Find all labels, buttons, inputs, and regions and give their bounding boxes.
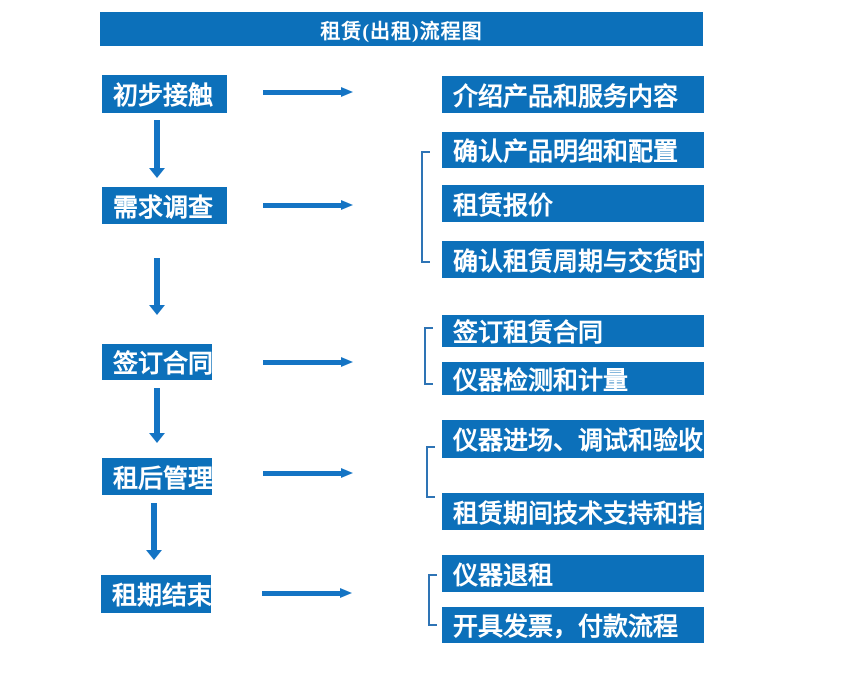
right-arrow-4 <box>263 465 353 481</box>
arrow-head-right <box>341 357 353 367</box>
group-bracket-lease-end <box>428 574 437 626</box>
arrow-shaft <box>151 503 157 550</box>
arrow-head-right <box>341 468 353 478</box>
arrow-shaft <box>154 388 160 433</box>
arrow-shaft <box>154 258 160 305</box>
stage-box-initial-contact: 初步接触 <box>102 75 227 113</box>
detail-box-tech-support: 租赁期间技术支持和指导 <box>442 493 728 530</box>
arrow-head-down <box>149 433 165 443</box>
flowchart-title: 租赁(出租)流程图 <box>100 12 703 46</box>
right-arrow-3 <box>263 354 353 370</box>
detail-box-instrument-entry: 仪器进场、调试和验收 <box>442 420 704 458</box>
right-arrow-1 <box>263 84 353 100</box>
arrow-shaft <box>263 471 342 476</box>
right-arrow-2 <box>263 197 353 213</box>
down-arrow-4 <box>146 503 162 560</box>
stage-box-sign-contract: 签订合同 <box>102 344 213 380</box>
arrow-shaft <box>262 591 341 596</box>
group-bracket-demand-survey <box>421 151 430 263</box>
detail-box-instrument-return: 仪器退租 <box>442 555 704 592</box>
arrow-head-right <box>341 200 353 210</box>
stage-box-lease-end: 租期结束 <box>101 575 212 613</box>
arrow-shaft <box>263 360 342 365</box>
down-arrow-1 <box>149 120 165 178</box>
detail-box-confirm-product-spec: 确认产品明细和配置 <box>442 132 704 168</box>
arrow-shaft <box>263 203 342 208</box>
detail-box-invoice-payment: 开具发票，付款流程 <box>442 607 704 643</box>
right-arrow-5 <box>262 585 352 601</box>
detail-box-confirm-lease-period: 确认租赁周期与交货时间 <box>442 241 728 278</box>
arrow-shaft <box>263 90 342 95</box>
arrow-head-right <box>340 588 352 598</box>
arrow-head-right <box>341 87 353 97</box>
group-bracket-post-rental-mgmt <box>426 446 435 498</box>
arrow-head-down <box>146 550 162 560</box>
down-arrow-2 <box>149 258 165 315</box>
group-bracket-sign-contract <box>424 327 433 385</box>
detail-box-instrument-testing: 仪器检测和计量 <box>442 362 704 395</box>
detail-box-rental-quotation: 租赁报价 <box>442 185 704 222</box>
arrow-head-down <box>149 305 165 315</box>
stage-box-post-rental-mgmt: 租后管理 <box>102 458 213 495</box>
detail-box-introduce-products: 介绍产品和服务内容 <box>442 76 704 113</box>
detail-box-sign-lease-contract: 签订租赁合同 <box>442 315 704 347</box>
stage-box-demand-survey: 需求调查 <box>102 187 227 224</box>
arrow-shaft <box>154 120 160 168</box>
arrow-head-down <box>149 168 165 178</box>
down-arrow-3 <box>149 388 165 443</box>
